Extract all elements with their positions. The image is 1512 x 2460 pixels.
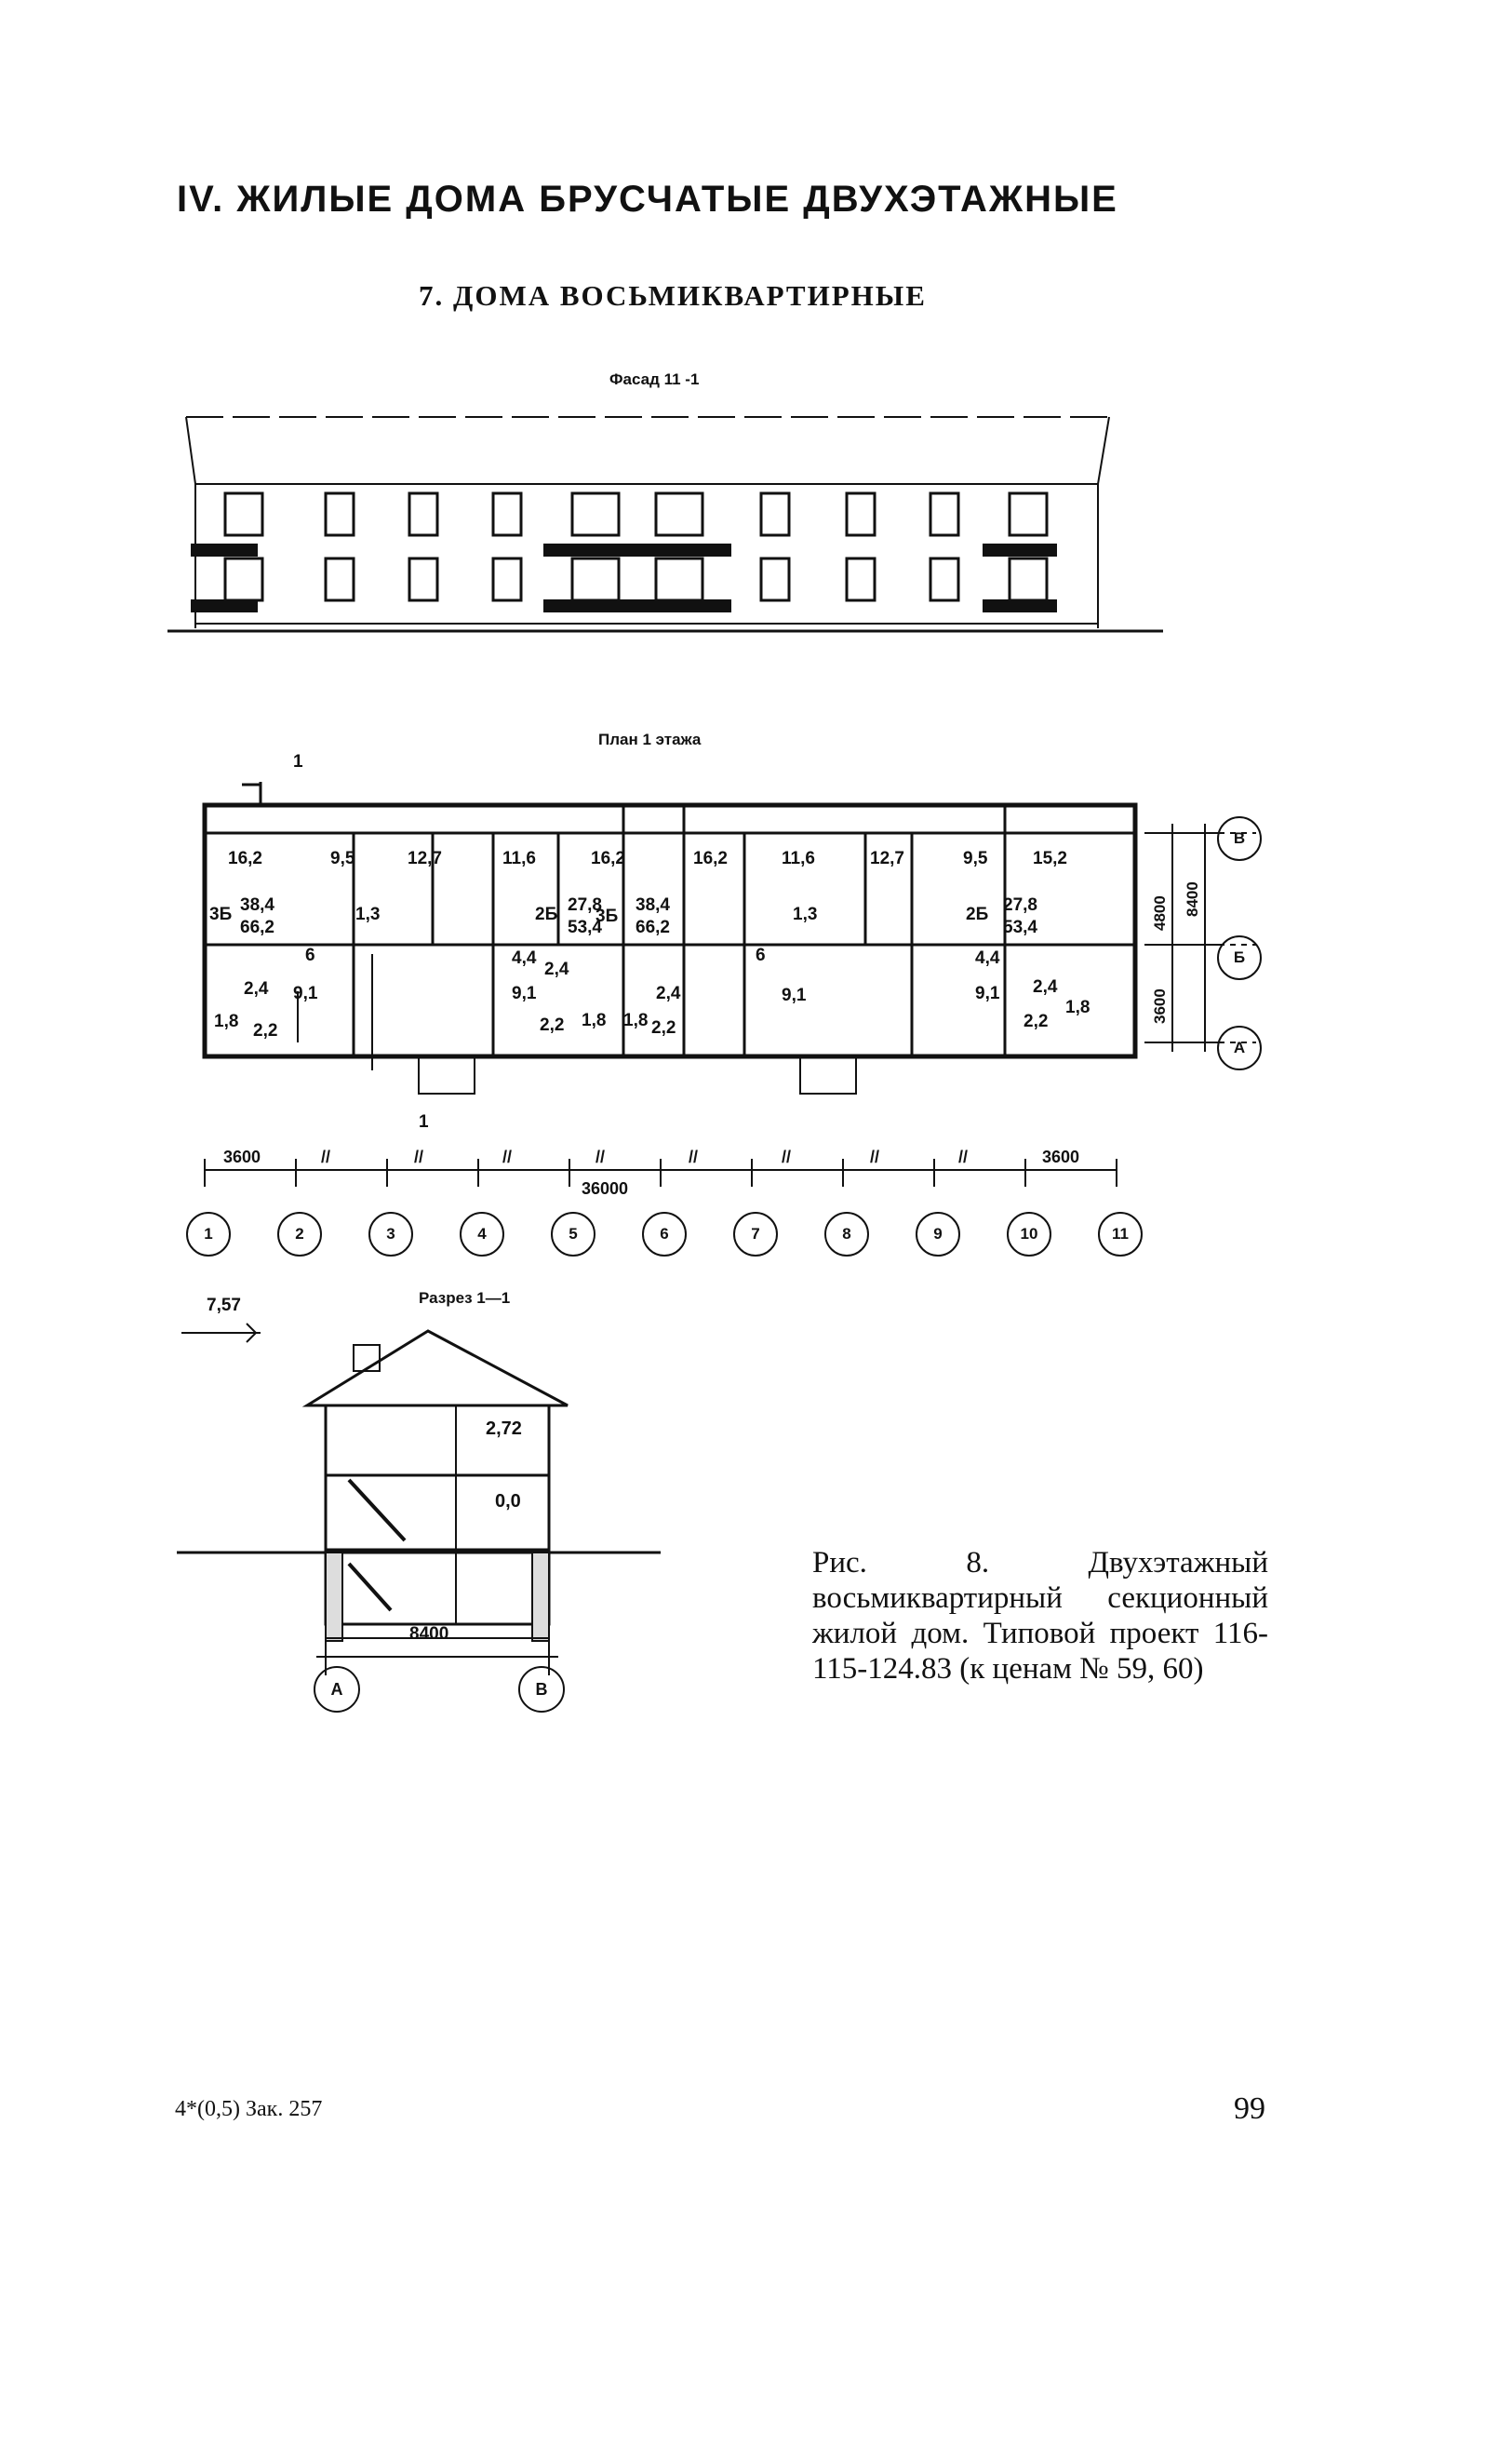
facade-drawing bbox=[167, 416, 1163, 633]
apt-total: 53,4 bbox=[568, 918, 602, 937]
apt-type: 3Б bbox=[209, 905, 232, 924]
apt-living: 38,4 bbox=[636, 895, 670, 915]
room-area: 15,2 bbox=[1033, 849, 1067, 868]
ditto-mark: // bbox=[958, 1148, 968, 1166]
room-area: 1,3 bbox=[355, 905, 380, 924]
room-area: 1,3 bbox=[793, 905, 817, 924]
dim-v-total: 8400 bbox=[1184, 881, 1201, 917]
section-width: 8400 bbox=[409, 1624, 449, 1644]
room-area: 2,2 bbox=[253, 1021, 277, 1041]
elev-0: 0,0 bbox=[495, 1491, 521, 1512]
section-drawing bbox=[177, 1323, 661, 1675]
apt-living: 27,8 bbox=[568, 895, 602, 915]
axis-bubble-b: В bbox=[518, 1666, 565, 1713]
ditto-mark: // bbox=[414, 1148, 423, 1166]
room-area: 4,4 bbox=[975, 948, 1000, 968]
axis-bubble-a: А bbox=[314, 1666, 360, 1713]
room-area: 16,2 bbox=[228, 849, 262, 868]
dim-left: 3600 bbox=[223, 1148, 261, 1166]
room-area: 1,8 bbox=[1065, 998, 1090, 1017]
room-area: 1,8 bbox=[623, 1011, 648, 1030]
room-area: 16,2 bbox=[693, 849, 728, 868]
figure-caption: Рис. 8. Двухэтажный восьмиквартирный сек… bbox=[812, 1546, 1268, 1686]
room-area: 11,6 bbox=[502, 849, 536, 868]
axis-bubble: В bbox=[1217, 816, 1262, 861]
room-area: 9,1 bbox=[782, 986, 807, 1005]
section-title: IV. ЖИЛЫЕ ДОМА БРУСЧАТЫЕ ДВУХЭТАЖНЫЕ bbox=[177, 179, 1118, 220]
footer-print-info: 4*(0,5) Зак. 257 bbox=[175, 2097, 323, 2121]
plan-dimension-line: 3600 // // // // // // // // 3600 36000 bbox=[204, 1148, 1117, 1198]
ditto-mark: // bbox=[689, 1148, 698, 1166]
axis-bubble: А bbox=[1217, 1026, 1262, 1070]
ditto-mark: // bbox=[870, 1148, 879, 1166]
apt-type: 2Б bbox=[535, 905, 557, 924]
subsection-title: 7. ДОМА ВОСЬМИКВАРТИРНЫЕ bbox=[419, 279, 927, 312]
apt-living: 38,4 bbox=[240, 895, 274, 915]
room-area: 2,4 bbox=[544, 960, 569, 979]
room-area: 2,4 bbox=[656, 984, 681, 1003]
page-number: 99 bbox=[1234, 2091, 1265, 2126]
axis-bubble: 6 bbox=[642, 1212, 687, 1257]
room-area: 16,2 bbox=[591, 849, 625, 868]
axis-bubble: 2 bbox=[277, 1212, 322, 1257]
room-area: 1,8 bbox=[214, 1012, 238, 1031]
section-label: Разрез 1—1 bbox=[419, 1289, 511, 1307]
elev-roof: 7,57 bbox=[207, 1296, 241, 1315]
room-area: 9,1 bbox=[293, 984, 318, 1003]
ditto-mark: // bbox=[782, 1148, 791, 1166]
room-area: 6 bbox=[756, 946, 766, 965]
axis-bubble: 4 bbox=[460, 1212, 504, 1257]
axis-bubble: 8 bbox=[824, 1212, 869, 1257]
room-area: 2,2 bbox=[651, 1018, 676, 1038]
room-area: 9,5 bbox=[963, 849, 988, 868]
axis-bubble: 1 bbox=[186, 1212, 231, 1257]
axis-bubble: 7 bbox=[733, 1212, 778, 1257]
room-area: 12,7 bbox=[408, 849, 442, 868]
room-area: 11,6 bbox=[782, 849, 815, 868]
room-area: 6 bbox=[305, 946, 315, 965]
room-area: 2,2 bbox=[540, 1015, 564, 1035]
room-area: 1,8 bbox=[582, 1011, 606, 1030]
apt-total: 66,2 bbox=[240, 918, 274, 937]
apt-living: 27,8 bbox=[1003, 895, 1037, 915]
facade-label: Фасад 11 -1 bbox=[609, 370, 700, 388]
ditto-mark: // bbox=[595, 1148, 605, 1166]
dim-total: 36000 bbox=[582, 1179, 628, 1198]
section-mark-top: 1 bbox=[293, 752, 303, 772]
elev-2: 2,72 bbox=[486, 1418, 522, 1439]
room-area: 2,4 bbox=[1033, 977, 1058, 997]
apt-total: 66,2 bbox=[636, 918, 670, 937]
axis-bubble: 11 bbox=[1098, 1212, 1143, 1257]
dim-v2: 3600 bbox=[1151, 988, 1169, 1024]
axis-bubble: 3 bbox=[368, 1212, 413, 1257]
axis-bubble: 10 bbox=[1007, 1212, 1051, 1257]
plan-label: План 1 этажа bbox=[598, 731, 702, 748]
room-area: 2,4 bbox=[244, 979, 269, 999]
apt-type: 3Б bbox=[595, 907, 618, 926]
room-area: 2,2 bbox=[1024, 1012, 1048, 1031]
room-area: 9,1 bbox=[512, 984, 537, 1003]
axis-bubble: Б bbox=[1217, 935, 1262, 980]
axis-bubble: 5 bbox=[551, 1212, 595, 1257]
dim-v1: 4800 bbox=[1151, 895, 1169, 931]
dim-right: 3600 bbox=[1042, 1148, 1079, 1166]
ditto-mark: // bbox=[321, 1148, 330, 1166]
room-area: 9,1 bbox=[975, 984, 1000, 1003]
room-area: 4,4 bbox=[512, 948, 537, 968]
axis-row: 1 2 3 4 5 6 7 8 9 10 11 bbox=[186, 1212, 1143, 1258]
room-area: 9,5 bbox=[330, 849, 355, 868]
apt-type: 2Б bbox=[966, 905, 988, 924]
section-mark-bottom: 1 bbox=[419, 1112, 429, 1132]
room-area: 12,7 bbox=[870, 849, 904, 868]
ditto-mark: // bbox=[502, 1148, 512, 1166]
apt-total: 53,4 bbox=[1003, 918, 1037, 937]
floor-plan-drawing: 16,2 9,5 12,7 11,6 16,2 16,2 11,6 12,7 9… bbox=[202, 782, 1256, 1095]
axis-bubble: 9 bbox=[916, 1212, 960, 1257]
